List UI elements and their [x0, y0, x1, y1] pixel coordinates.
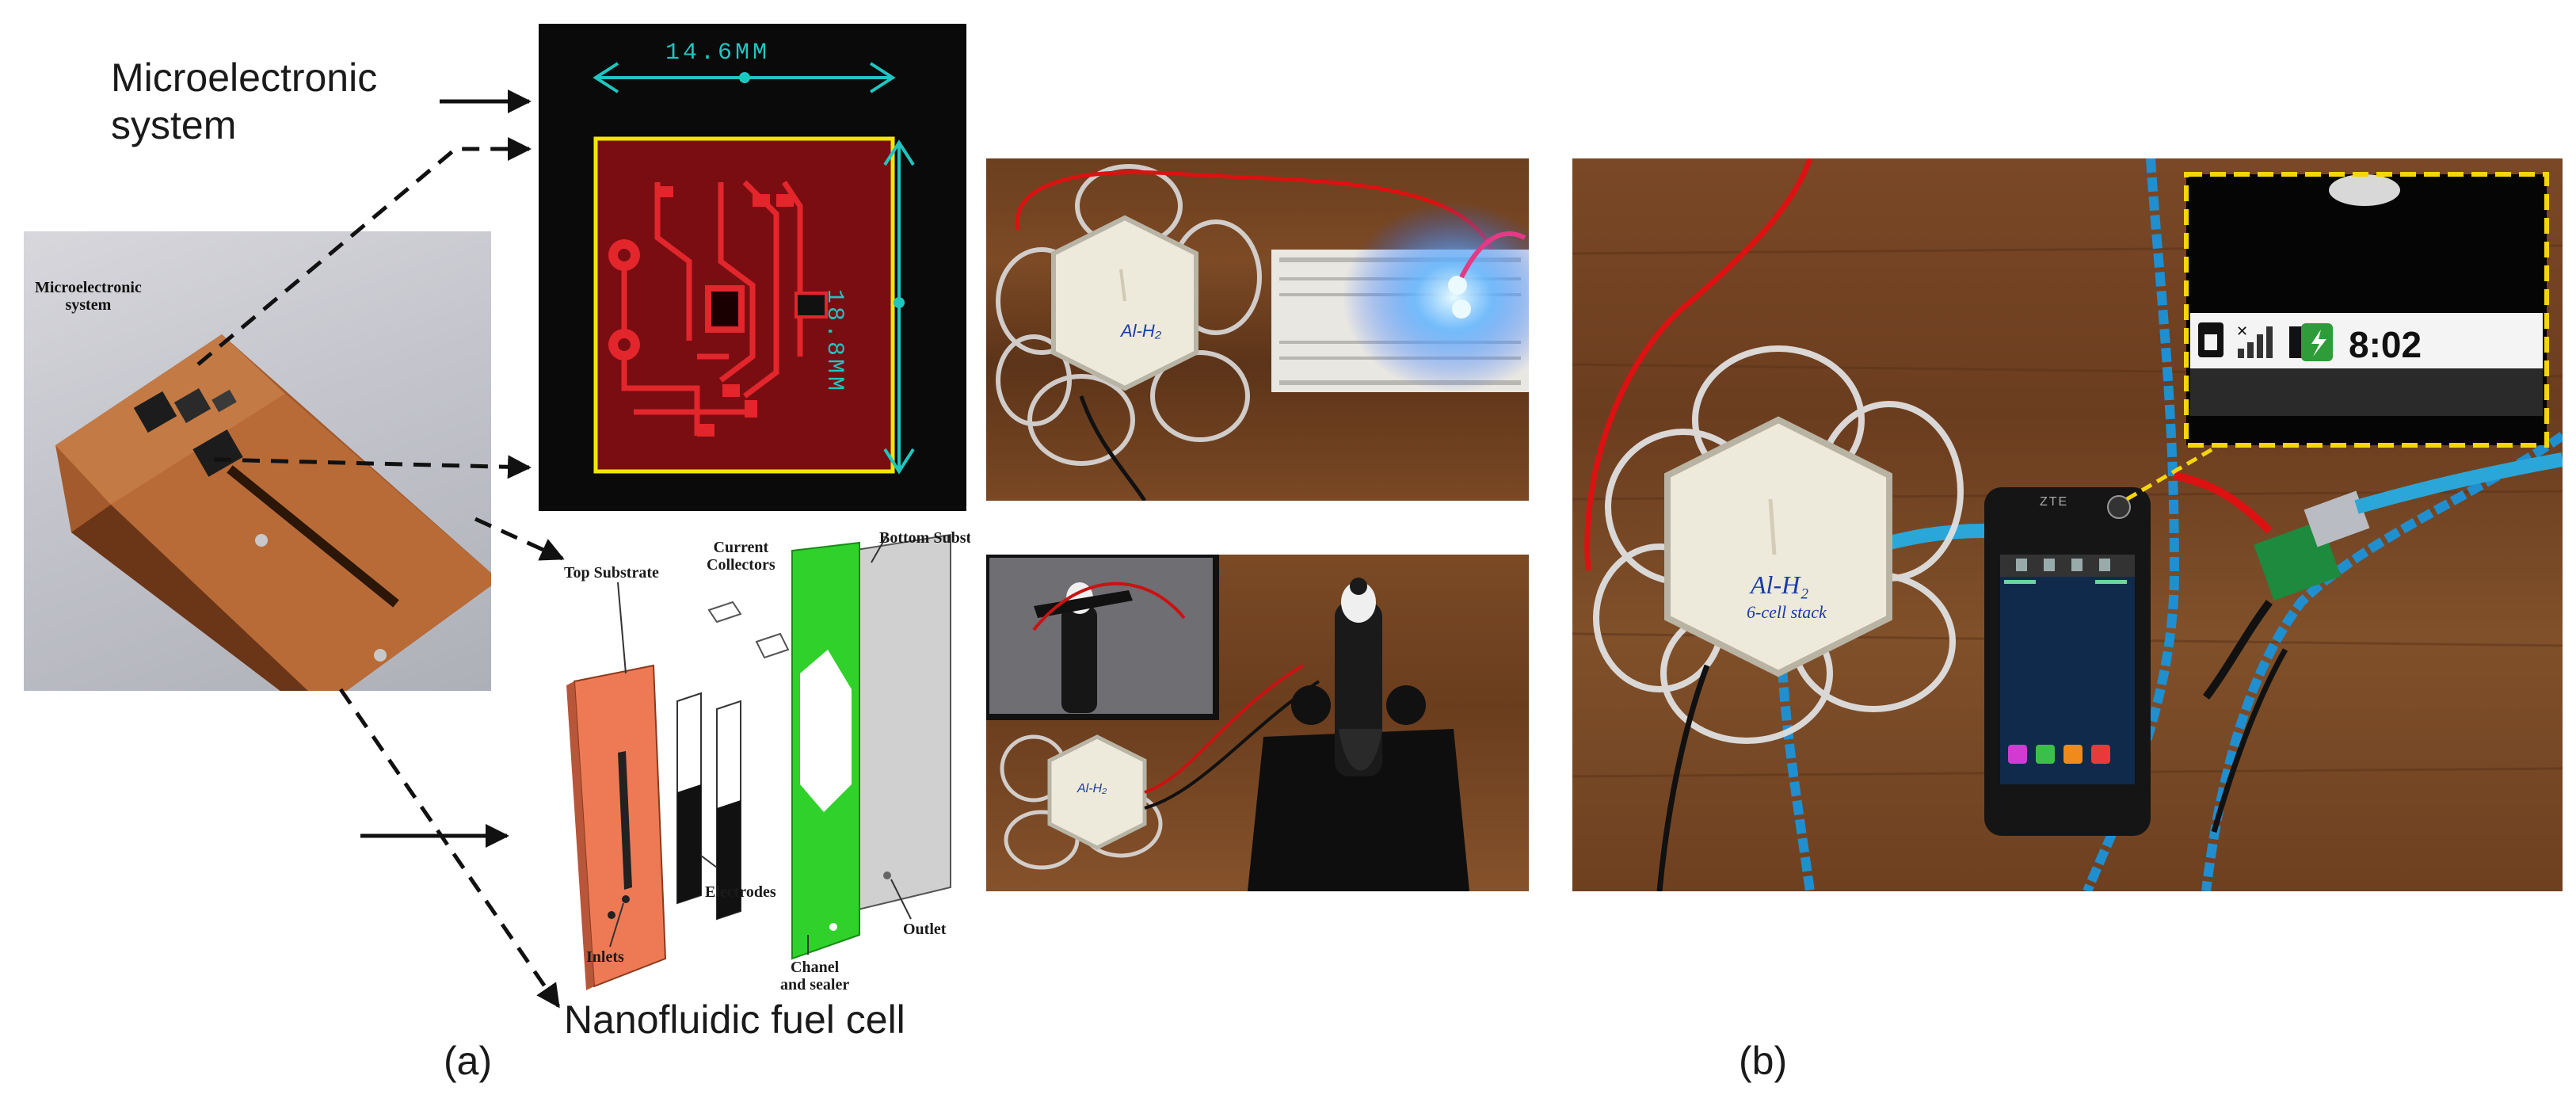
label-top-substrate: Top Substrate: [564, 564, 659, 582]
dashed-to-pcb-top: [196, 137, 532, 366]
led-stack-handwriting: Al-H₂: [1119, 321, 1162, 341]
phone-brand: ZTE: [2040, 495, 2069, 509]
microelectronic-system-label: Microelectronic system: [111, 55, 378, 147]
label-bottom-substrate: Bottom Substrate: [879, 529, 970, 547]
pcb-width-dimension: 14.6MM: [665, 40, 771, 67]
board-photo-annotation: Microelectronic system: [35, 279, 142, 314]
label-inlets: Inlets: [586, 948, 624, 966]
panel-b-label: (b): [1739, 1039, 1788, 1083]
led-photo-drawing: Al-H₂: [996, 164, 1529, 501]
label-electrodes: Electrodes: [705, 883, 776, 901]
pcb-layout: 14.6MM 18.8MM: [539, 24, 966, 511]
label-chanel-and-sealer: Chanel and sealer: [780, 959, 850, 993]
phone-charging-photo: ✕ ZTE Al-H₂ 6-cell stack 8:02: [1572, 158, 2563, 891]
fuel-cell-exploded-view: Bottom Substrate Current Collectors Top …: [547, 515, 970, 1006]
led-breadboard-photo: Al-H₂: [986, 158, 1529, 501]
label-outlet: Outlet: [903, 921, 947, 938]
fan-photo-drawing: Al-H₂: [986, 555, 1469, 891]
stack-label-top: Al-H₂: [1751, 570, 1809, 599]
label-current-collectors: Current Collectors: [707, 539, 775, 574]
dashed-to-pcb-bottom: [213, 455, 532, 479]
dashed-to-exploded: [474, 517, 565, 561]
svg-text:✕: ✕: [2236, 323, 2248, 339]
fan-photo: Al-H₂: [986, 555, 1529, 891]
board-photo-drawing: [55, 334, 491, 691]
signal-icon: [2238, 326, 2273, 358]
battery-charging-icon: [2289, 323, 2333, 361]
exploded-drawing: [566, 533, 951, 990]
phone-photo-drawing: ✕: [1572, 158, 2563, 891]
panel-a-label: (a): [444, 1039, 493, 1083]
fuel-cell-board-photo: Microelectronic system: [24, 231, 491, 691]
nanofluidic-fuel-cell-label: Nanofluidic fuel cell: [564, 997, 905, 1042]
status-time: 8:02: [2349, 324, 2422, 365]
stack-label-bottom: 6-cell stack: [1747, 602, 1827, 622]
fan-stack-handwriting: Al-H₂: [1077, 782, 1107, 795]
pcb-drawing: [593, 62, 915, 475]
dashed-to-nanofluidic: [338, 688, 561, 1009]
